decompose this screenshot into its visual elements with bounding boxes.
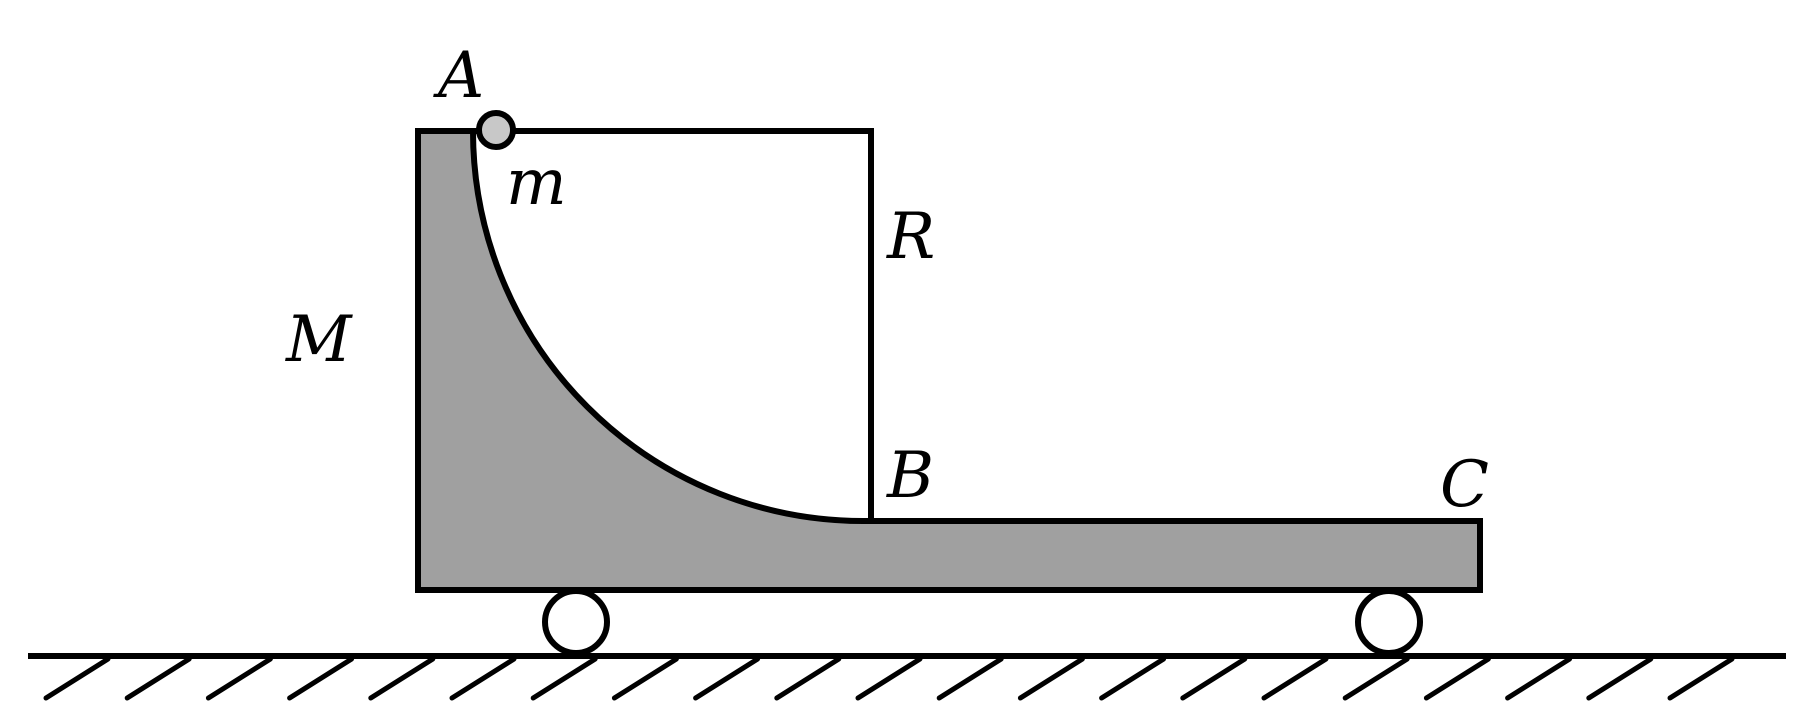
label-point-b: B bbox=[886, 439, 934, 513]
radius-frame bbox=[473, 128, 874, 521]
hatch-mark bbox=[1667, 656, 1735, 701]
hatch-mark bbox=[1423, 656, 1491, 701]
hatch-mark bbox=[205, 656, 273, 701]
hatch-mark bbox=[611, 656, 679, 701]
hatch-mark bbox=[1342, 656, 1410, 701]
label-mass-small: m bbox=[506, 146, 567, 220]
label-point-c: C bbox=[1440, 448, 1489, 522]
ball-m bbox=[476, 110, 516, 150]
label-mass-block: M bbox=[285, 303, 353, 377]
hatch-mark bbox=[1586, 656, 1654, 701]
hatch-mark bbox=[124, 656, 192, 701]
hatch-mark bbox=[449, 656, 517, 701]
label-radius: R bbox=[886, 200, 935, 274]
hatch-mark bbox=[287, 656, 355, 701]
hatch-mark bbox=[530, 656, 598, 701]
hatch-mark bbox=[43, 656, 111, 701]
right-wheel bbox=[1355, 588, 1423, 656]
hatch-mark bbox=[1180, 656, 1248, 701]
hatch-mark bbox=[774, 656, 842, 701]
left-wheel bbox=[542, 588, 610, 656]
hatch-mark bbox=[1099, 656, 1167, 701]
block-m bbox=[415, 128, 1483, 593]
hatch-mark bbox=[368, 656, 436, 701]
ground-hatching bbox=[43, 656, 1735, 701]
hatch-mark bbox=[693, 656, 761, 701]
hatch-mark bbox=[936, 656, 1004, 701]
hatch-mark bbox=[855, 656, 923, 701]
hatch-mark bbox=[1505, 656, 1573, 701]
hatch-mark bbox=[1017, 656, 1085, 701]
label-point-a: A bbox=[433, 39, 484, 113]
hatch-mark bbox=[1261, 656, 1329, 701]
